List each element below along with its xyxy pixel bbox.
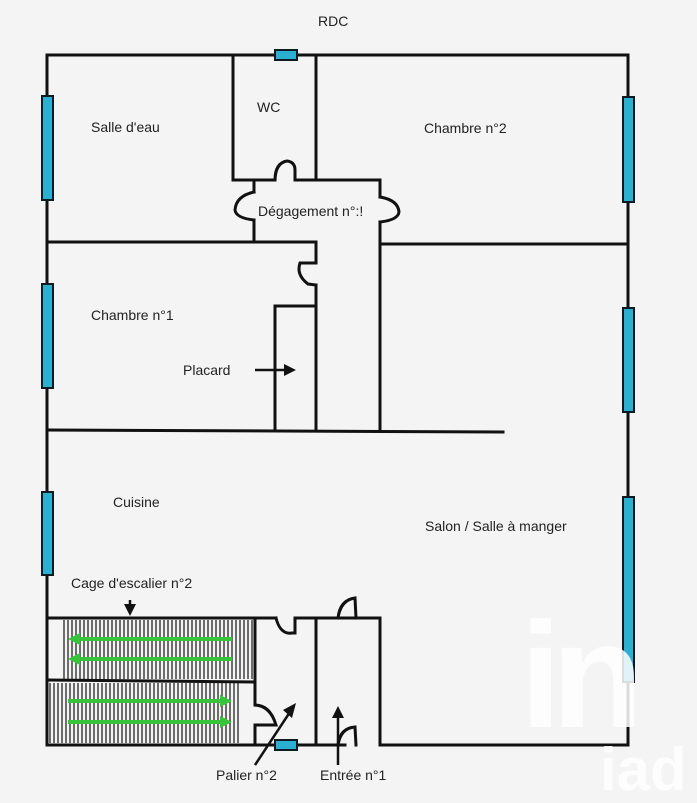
floor-title: RDC (318, 13, 349, 29)
interior-walls (45, 53, 630, 434)
room-label-salle-d-eau: Salle d'eau (91, 119, 160, 135)
room-label-degagement-1: Dégagement n°:! (258, 203, 364, 219)
room-label-wc: WC (257, 99, 281, 115)
windows (41, 49, 635, 751)
room-label-salon: Salon / Salle à manger (425, 518, 567, 534)
room-label-cuisine: Cuisine (113, 494, 160, 510)
iad-wordmark: iad (600, 736, 687, 803)
room-label-placard: Placard (183, 362, 231, 378)
room-label-entree-1: Entrée n°1 (320, 767, 387, 783)
stair-walls (45, 616, 382, 747)
room-label-palier-2: Palier n°2 (216, 767, 277, 783)
stair-treads (49, 620, 253, 743)
doors (233, 159, 401, 747)
room-label-cage-escalier-2: Cage d'escalier n°2 (71, 575, 193, 591)
room-label-chambre-1: Chambre n°1 (91, 307, 174, 323)
label-arrows (124, 364, 344, 766)
stair-arrows (68, 633, 232, 728)
room-label-chambre-2: Chambre n°2 (424, 120, 507, 136)
iad-logo-icon: in (520, 591, 643, 759)
